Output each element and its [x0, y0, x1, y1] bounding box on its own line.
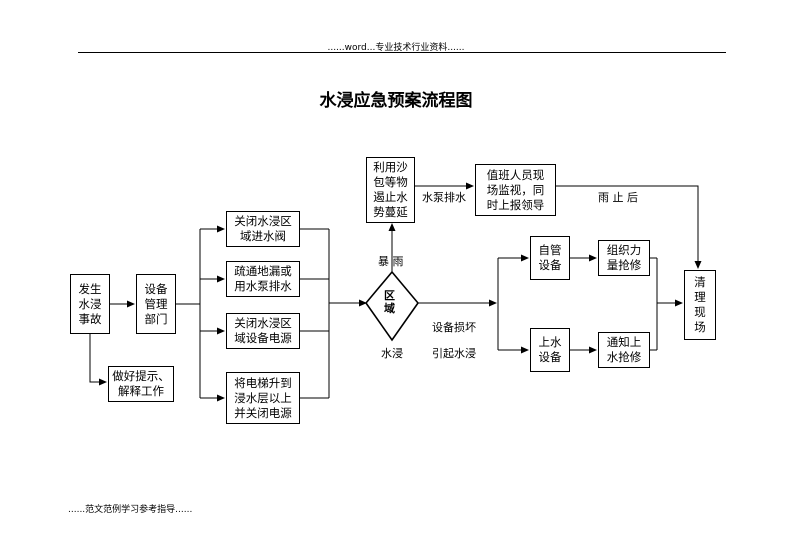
node-drain: 疏通地漏或 用水泵排水	[226, 261, 300, 297]
arrow-duty-to-clean	[556, 185, 702, 269]
diagram-title: 水浸应急预案流程图	[319, 91, 473, 111]
node-utility-equip: 上水 设备	[530, 328, 570, 372]
node-area-label: 区 域	[384, 289, 395, 315]
node-sandbag: 利用沙 包等物 遏止水 势蔓延	[366, 157, 415, 223]
label-damage-flood: 引起水浸	[432, 347, 476, 360]
node-elevator: 将电梯升到 浸水层以上 并关闭电源	[226, 372, 300, 424]
arrow-incident-to-notice	[89, 334, 107, 386]
node-duty: 值班人员现 场监视，同 时上报领导	[475, 164, 556, 216]
label-pump: 水泵排水	[422, 191, 466, 204]
node-self-equip: 自管 设备	[530, 236, 570, 280]
label-damage: 设备损坏	[432, 321, 476, 334]
page-header: ......word...专业技术行业资料......	[327, 43, 465, 53]
node-notice: 做好提示、 解释工作	[108, 366, 174, 402]
label-flood: 水浸	[381, 347, 403, 360]
node-close-valve: 关闭水浸区 域进水阀	[226, 211, 300, 247]
node-dept: 设备 管理 部门	[136, 274, 176, 334]
header-rule	[78, 52, 726, 53]
label-rain-stop: 雨 止 后	[598, 191, 638, 204]
page-footer: ......范文范例学习参考指导......	[68, 505, 193, 515]
node-close-power: 关闭水浸区 域设备电源	[226, 313, 300, 349]
label-rainstorm: 暴 雨	[378, 255, 404, 268]
node-notify-repair: 通知上 水抢修	[598, 332, 650, 368]
node-org-repair: 组织力 量抢修	[598, 240, 650, 276]
node-incident: 发生 水浸 事故	[70, 274, 110, 334]
area-diamond	[364, 270, 420, 342]
node-clean: 清 理 现 场	[684, 270, 716, 340]
